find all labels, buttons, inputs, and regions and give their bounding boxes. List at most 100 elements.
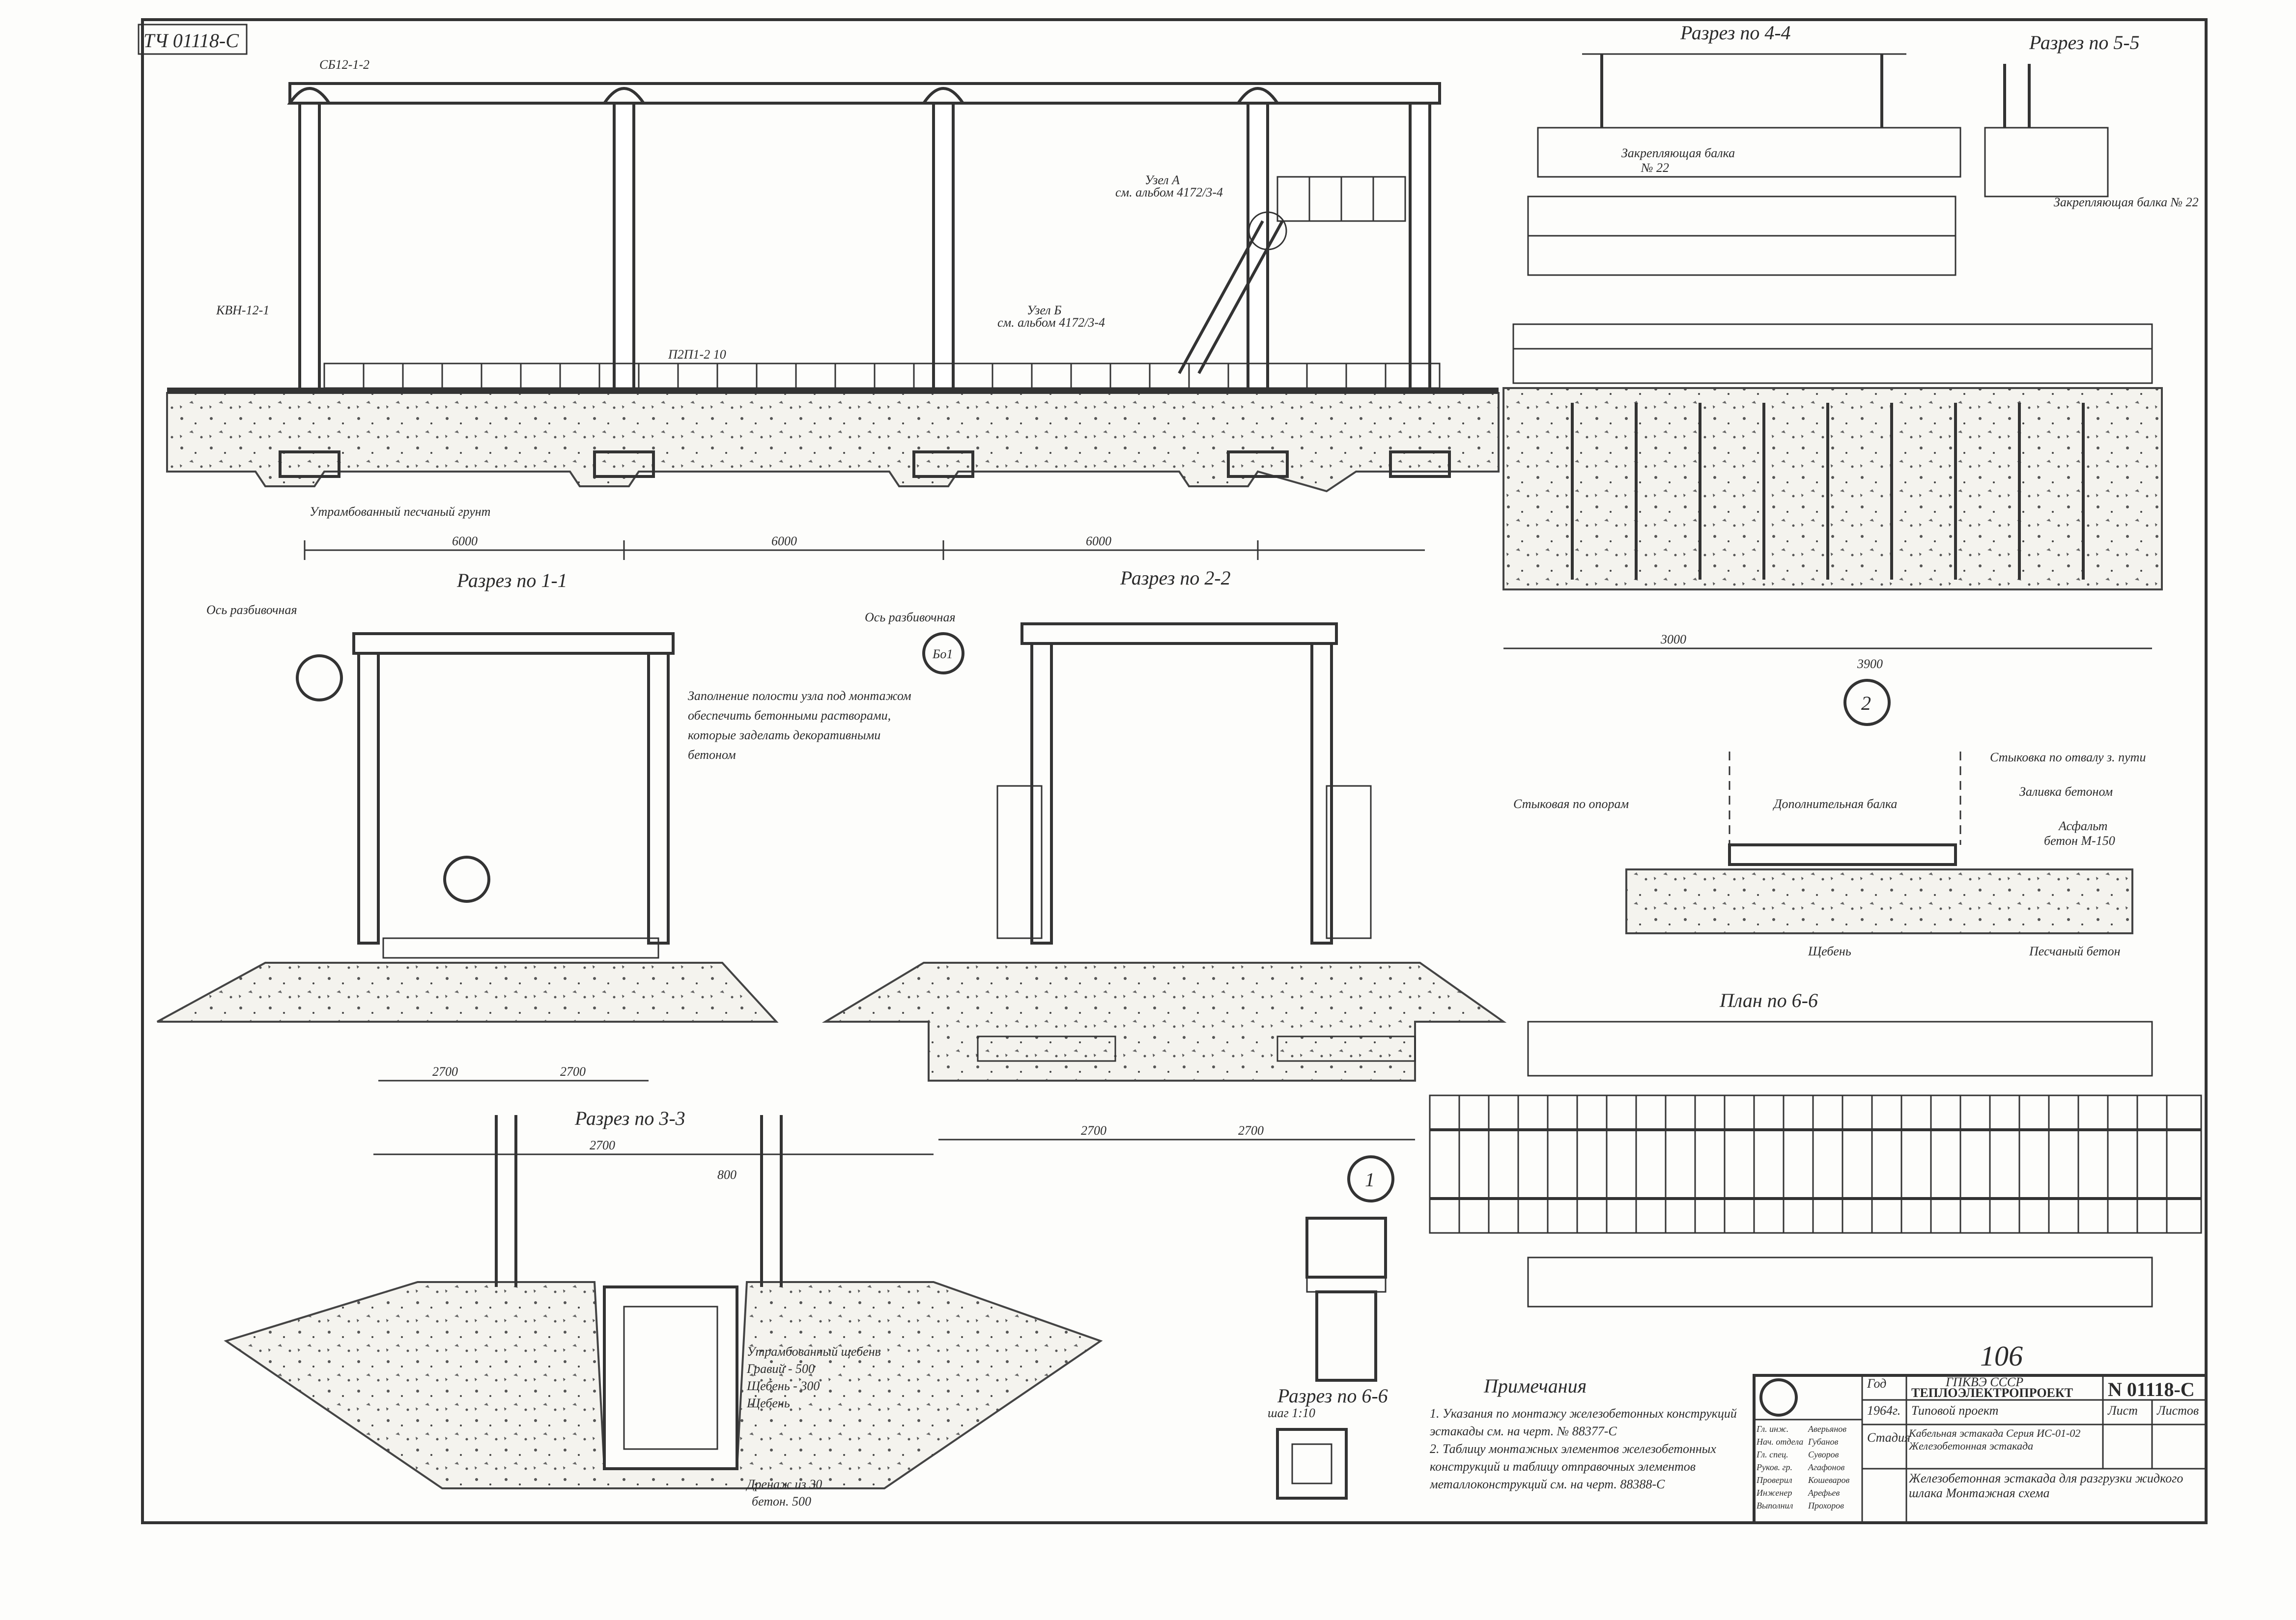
detail-1: 1	[1305, 1155, 1394, 1382]
section-6-6: Разрез по 6-6 шаг 1:10	[1268, 1385, 1388, 1500]
detail-2-callout-text: 2	[1861, 692, 1871, 714]
s3-layer4: Щебень	[746, 1396, 790, 1410]
label-node-b: Узел Б	[1027, 303, 1061, 317]
tb-role: Выполнил	[1757, 1501, 1793, 1510]
tb-stage-label: Стадия	[1867, 1430, 1910, 1445]
tb-signature: Суворов	[1808, 1450, 1839, 1459]
s3-layer3: Щебень - 300	[746, 1379, 820, 1393]
s1-dim-right: 2700	[560, 1064, 586, 1079]
s1-note-a: Заполнение полости узла под монтажом	[688, 689, 911, 703]
plan-6-6: План по 6-6	[1429, 989, 2202, 1308]
detail-1-callout-text: 1	[1365, 1169, 1375, 1191]
section-6-6-scale: шаг 1:10	[1268, 1406, 1315, 1420]
tb-project: Кабельная эстакада Серия ИС-01-02 Железо…	[1909, 1427, 2081, 1452]
s3-layer2: Гравий - 500	[746, 1362, 815, 1376]
s3-drain: Дренаж из 30	[745, 1477, 822, 1491]
main-elevation: 6000 6000 6000 СБ12-1-2 КВН-12-1 П2П1-2 …	[166, 57, 1500, 560]
tb-signature: Губанов	[1808, 1437, 1838, 1447]
org-logo-icon	[1759, 1378, 1798, 1417]
s4-closing-beam: Закрепляющая балка	[1621, 146, 1735, 160]
d2-right-b: бетон М-150	[2044, 834, 2115, 848]
s2-marker	[922, 632, 964, 674]
label-beam-top: СБ12-1-2	[319, 57, 369, 72]
d2-mid: Дополнительная балка	[1772, 797, 1897, 811]
tb-year-label: Год	[1867, 1376, 1886, 1391]
tb-signature: Кошеваров	[1808, 1475, 1850, 1485]
s2-dim-left: 2700	[1081, 1123, 1106, 1138]
notes-block: Примечания 1. Указания по монтажу железо…	[1430, 1375, 1737, 1491]
label-col: КВН-12-1	[216, 303, 269, 317]
d2-note-top: Стыковка по отвалу з. пути	[1990, 750, 2146, 764]
page-number: 106	[1980, 1340, 2023, 1372]
section-4-4-title: Разрез по 4-4	[1680, 22, 1791, 44]
tb-role: Нач. отдела	[1756, 1437, 1803, 1447]
label-plate: П2П1-2 10	[668, 347, 726, 362]
title-block: ГПКВЭ СССР ТЕПЛОЭЛЕКТРОПРОЕКТ N 01118-С …	[1753, 1374, 2208, 1524]
tb-org: ТЕПЛОЭЛЕКТРОПРОЕКТ	[1911, 1386, 2073, 1400]
d2-bottom-b: Песчаный бетон	[2029, 944, 2121, 958]
tb-role: Руков. гр.	[1756, 1462, 1792, 1472]
dim-6000-c: 6000	[1086, 534, 1111, 548]
s2-dim-right: 2700	[1238, 1123, 1264, 1138]
s4-dim-3000: 3000	[1660, 632, 1686, 646]
tb-signature: Прохоров	[1808, 1501, 1844, 1510]
detail-2-callout	[1843, 679, 1891, 726]
s1-note-d: бетоном	[688, 748, 736, 762]
s3-dim-2700: 2700	[590, 1138, 615, 1152]
notes-title: Примечания	[1483, 1375, 1587, 1397]
dim-6000-b: 6000	[771, 534, 797, 548]
s4-dim-3900: 3900	[1857, 657, 1883, 671]
section-2-2: Разрез по 2-2 Бо1 Ось разбивочная 2700 2…	[822, 567, 1507, 1141]
s3-dim-800: 800	[717, 1168, 737, 1182]
tb-role: Гл. инж.	[1756, 1424, 1788, 1434]
corner-stamp	[138, 24, 248, 55]
s1-note-b: обеспечить бетонными растворами,	[688, 708, 891, 723]
s1-dim-left: 2700	[432, 1064, 458, 1079]
tb-role: Проверил	[1756, 1475, 1792, 1485]
callout-2-marker	[443, 856, 490, 903]
detail-1-callout	[1347, 1155, 1394, 1202]
tb-role: Гл. спец.	[1756, 1450, 1788, 1459]
plan-title: План по 6-6	[1719, 989, 1818, 1011]
label-sand-base: Утрамбованный песчаный грунт	[310, 504, 490, 519]
s2-rail-axis: Ось разбивочная	[865, 610, 956, 624]
s3-drain2: бетон. 500	[752, 1494, 811, 1508]
d2-joint: Заливка бетоном	[2019, 784, 2113, 799]
section-4-4: Разрез по 4-4 Закрепляющая балка № 22	[1527, 22, 1961, 276]
section-1-1-title: Разрез по 1-1	[456, 569, 567, 591]
label-node-a: Узел А	[1145, 173, 1180, 187]
s1-note-c: которые заделать декоративными	[688, 728, 880, 742]
d2-left: Стыковая по опорам	[1513, 797, 1629, 811]
d2-bottom-a: Щебень	[1808, 944, 1851, 958]
tb-sheet-label: Лист	[2107, 1403, 2138, 1418]
tb-signature: Арефьев	[1808, 1488, 1840, 1498]
sheet-frame	[141, 18, 2208, 1524]
s4-closing-beam-no: № 22	[1641, 161, 1669, 175]
label-node-a-ref: см. альбом 4172/3-4	[1115, 185, 1223, 199]
detail-2: 2 Стыковка по отвалу з. пути Заливка бет…	[1513, 679, 2146, 958]
tb-role: Инженер	[1756, 1488, 1792, 1498]
callout-1-marker	[296, 654, 343, 701]
tb-org-sub: ГПКВЭ СССР	[1945, 1375, 2023, 1389]
section-3-3-title: Разрез по 3-3	[574, 1107, 685, 1129]
note-1: 1. Указания по монтажу железобетонных ко…	[1430, 1406, 1737, 1438]
tb-signature: Агафонов	[1808, 1462, 1844, 1472]
tb-doc-no: N 01118-С	[2108, 1378, 2195, 1400]
section-5-5: Разрез по 5-5 Закрепляющая балка № 22	[1984, 31, 2199, 209]
s5-closing-beam: Закрепляющая балка № 22	[2054, 195, 2199, 209]
section-1-1: Разрез по 1-1 Ось разбивочная Заполнение…	[157, 569, 911, 1082]
label-node-b-ref: см. альбом 4172/3-4	[997, 315, 1105, 330]
side-elevation: 3000 3900	[1502, 323, 2163, 671]
note-2: 2. Таблицу монтажных элементов железобет…	[1430, 1442, 1716, 1491]
tb-signature: Аверьянов	[1808, 1424, 1846, 1434]
tb-type-label: Типовой проект	[1911, 1403, 1998, 1418]
section-3-3: Разрез по 3-3 Утрамбованный щебень Грави…	[224, 1107, 1103, 1508]
tb-year: 1964г.	[1867, 1403, 1900, 1418]
dim-6000-a: 6000	[452, 534, 478, 548]
tb-drawing: Железобетонная эстакада для разгрузки жи…	[1909, 1471, 2183, 1500]
d2-right-a: Асфальт	[2058, 819, 2107, 833]
section-2-2-title: Разрез по 2-2	[1120, 567, 1231, 589]
s3-layer1: Утрамбованный щебень	[747, 1344, 881, 1359]
s2-marker-text: Бо1	[932, 647, 953, 661]
